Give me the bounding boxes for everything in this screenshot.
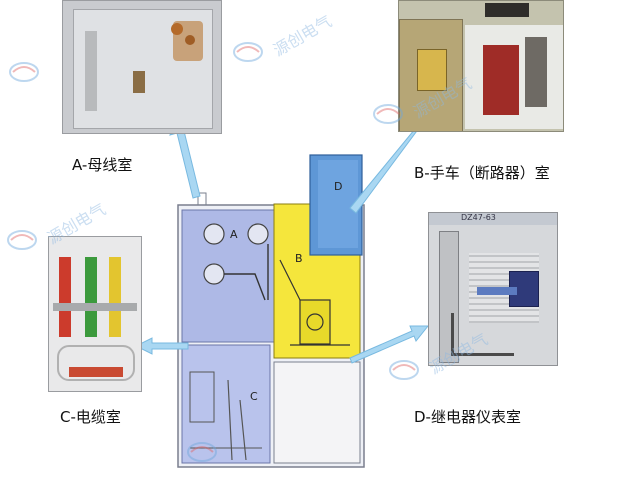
photo-relay-compartment: DZ47-63 <box>428 212 558 366</box>
compartment-c <box>181 344 271 464</box>
watermark-3: 源创电气 <box>372 73 475 130</box>
watermark-4: 源创电气 <box>388 329 491 386</box>
watermark-logo-icon <box>187 442 217 462</box>
photo-cable-compartment <box>48 236 142 392</box>
caption-b: B-手车（断路器）室 <box>414 164 550 182</box>
caption-a: A-母线室 <box>72 156 133 174</box>
caption-c: C-电缆室 <box>60 408 121 426</box>
watermark-logo-icon <box>389 360 419 380</box>
watermark-logo-icon <box>7 230 37 250</box>
letter-d: D <box>334 180 342 193</box>
letter-a: A <box>230 228 238 241</box>
watermark-5 <box>8 60 40 88</box>
relay-tag: DZ47-63 <box>461 213 496 222</box>
watermark-logo-icon <box>9 62 39 82</box>
arrow-to-c <box>134 337 189 355</box>
photo-breaker-compartment <box>398 0 564 132</box>
switchgear-cabinet <box>177 154 365 468</box>
watermark-2: 源创电气 <box>6 199 109 256</box>
watermark-logo-icon <box>373 104 403 124</box>
letter-c: C <box>250 390 258 403</box>
arrows <box>134 105 437 364</box>
arrow-to-d <box>349 325 430 364</box>
watermark-6 <box>186 440 218 468</box>
photo-busbar-compartment <box>62 0 222 134</box>
caption-d: D-继电器仪表室 <box>414 408 521 426</box>
watermark-logo-icon <box>233 42 263 62</box>
letter-b: B <box>295 252 303 265</box>
watermark-1: 源创电气 <box>232 11 335 68</box>
